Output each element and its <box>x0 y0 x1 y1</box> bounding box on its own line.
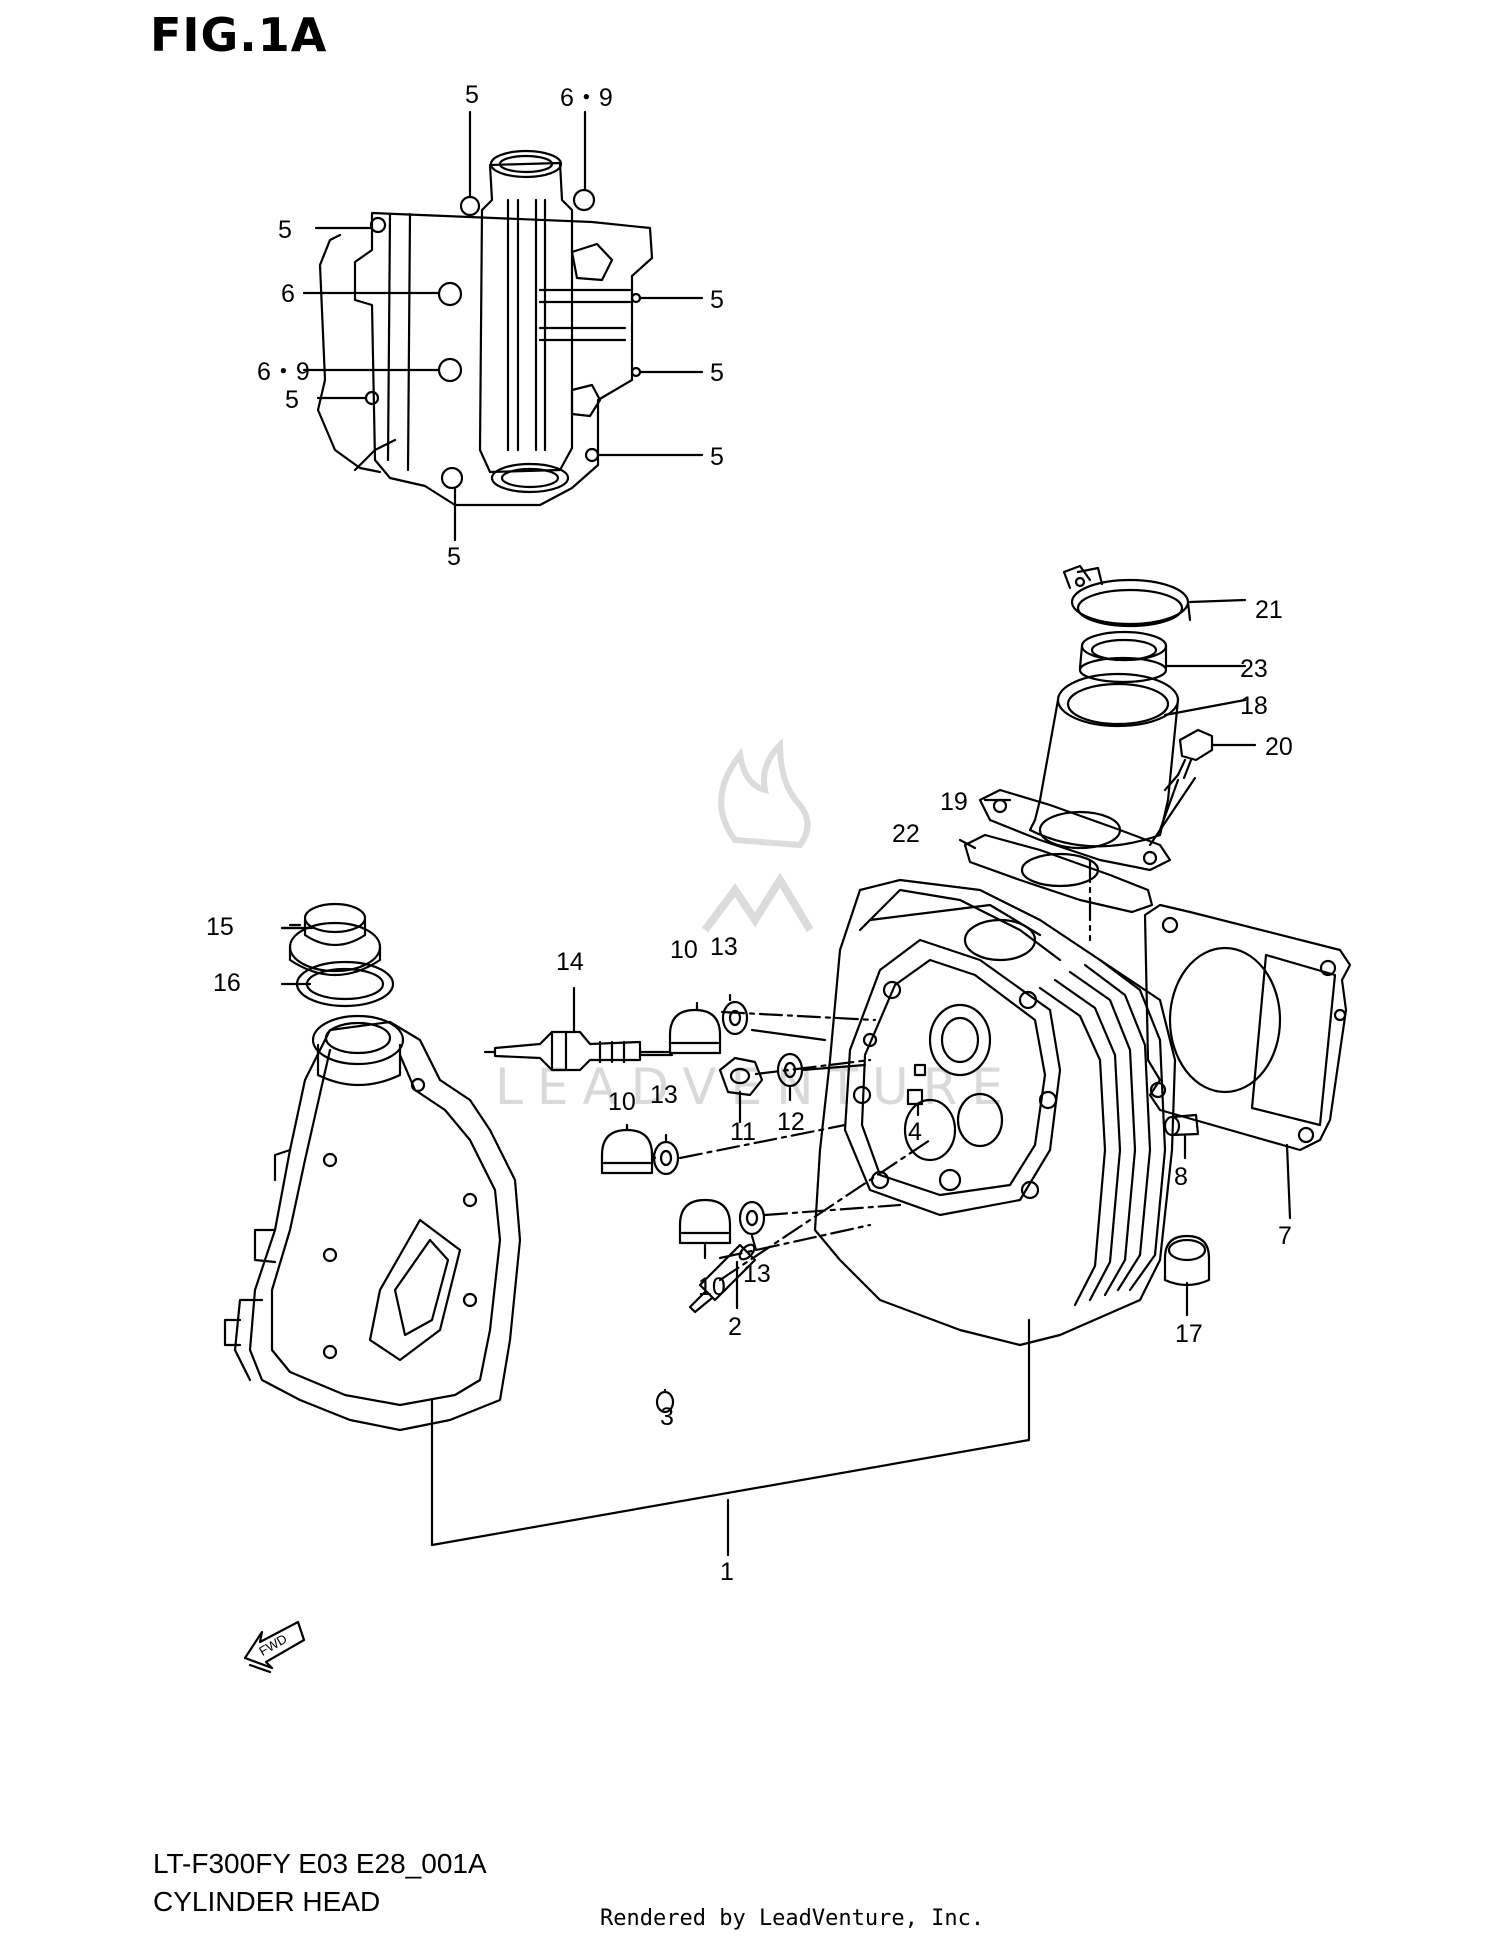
callout-22: 22 <box>892 820 920 848</box>
intake-pipe-18 <box>1028 672 1180 848</box>
fwd-arrow <box>243 1620 306 1674</box>
callout-18: 18 <box>1240 692 1268 720</box>
callout-17: 17 <box>1175 1320 1203 1348</box>
callout-15: 15 <box>206 913 234 941</box>
callout-21: 21 <box>1255 596 1283 624</box>
callout-1: 1 <box>720 1558 734 1586</box>
callout-top-5-c: 5 <box>285 386 299 414</box>
callout-top-5-g: 5 <box>447 543 461 571</box>
callout-top-6-9-a: 6・9 <box>560 84 613 112</box>
callout-labels: 5 6・9 5 6 6・9 5 5 5 5 5 21 23 18 20 19 2… <box>206 81 1293 1659</box>
callout-top-5-d: 5 <box>710 286 724 314</box>
callout-11: 11 <box>730 1118 756 1146</box>
model-code: LT-F300FY E03 E28_001A <box>153 1848 487 1879</box>
callout-13-middle: 13 <box>650 1081 678 1109</box>
callout-20: 20 <box>1265 733 1293 761</box>
head-cover-underside-view <box>302 110 704 542</box>
callout-10-lower: 10 <box>698 1273 726 1301</box>
nut-11 <box>718 1056 764 1097</box>
callout-19: 19 <box>940 788 968 816</box>
callout-23: 23 <box>1240 655 1268 683</box>
cylinder-head <box>813 878 1177 1347</box>
callout-8: 8 <box>1174 1163 1188 1191</box>
callout-16: 16 <box>213 969 241 997</box>
cylinder-head-cover <box>223 1014 522 1432</box>
dowel-pin-8 <box>1163 1113 1200 1137</box>
callout-top-5-a: 5 <box>465 81 479 109</box>
callout-top-5-b: 5 <box>278 216 292 244</box>
cylinder-gasket-7 <box>1143 903 1352 1152</box>
callout-13-upper: 13 <box>710 933 738 961</box>
cap-nut-10-middle <box>600 1128 654 1175</box>
bolt-20 <box>1163 728 1214 792</box>
callout-top-6: 6 <box>281 280 295 308</box>
section-name: CYLINDER HEAD <box>153 1886 381 1917</box>
callout-14: 14 <box>556 948 584 976</box>
callout-7: 7 <box>1278 1222 1292 1250</box>
callout-10-upper: 10 <box>670 936 698 964</box>
valve-guide-2 <box>688 1243 757 1314</box>
callout-top-5-e: 5 <box>710 359 724 387</box>
intake-gasket-19 <box>978 788 1172 872</box>
o-ring-16 <box>295 960 395 1008</box>
cap-nut-10-lower <box>678 1198 732 1245</box>
cap-nut-10-upper <box>668 1008 722 1055</box>
callout-10-middle: 10 <box>608 1088 636 1116</box>
callout-top-5-f: 5 <box>710 443 724 471</box>
spark-plug <box>483 1030 672 1072</box>
callout-3: 3 <box>660 1403 674 1431</box>
intake-gasket-22 <box>963 833 1154 914</box>
callout-4: 4 <box>908 1118 922 1146</box>
intake-ring-23 <box>1078 630 1168 684</box>
dowel-4 <box>906 1088 924 1106</box>
plug-17 <box>1163 1234 1211 1287</box>
intake-clamp-21 <box>1062 564 1192 628</box>
callout-2: 2 <box>728 1313 742 1341</box>
rendered-by-credit: Rendered by LeadVenture, Inc. <box>600 1906 985 1931</box>
figure-title: FIG.1A <box>150 8 328 62</box>
callout-12: 12 <box>777 1108 805 1136</box>
watermark: LEADVENTURE <box>495 737 1003 1116</box>
callout-13-lower: 13 <box>743 1260 771 1288</box>
callout-top-6-9-b: 6・9 <box>257 358 310 386</box>
leader-lines <box>280 598 1292 1557</box>
